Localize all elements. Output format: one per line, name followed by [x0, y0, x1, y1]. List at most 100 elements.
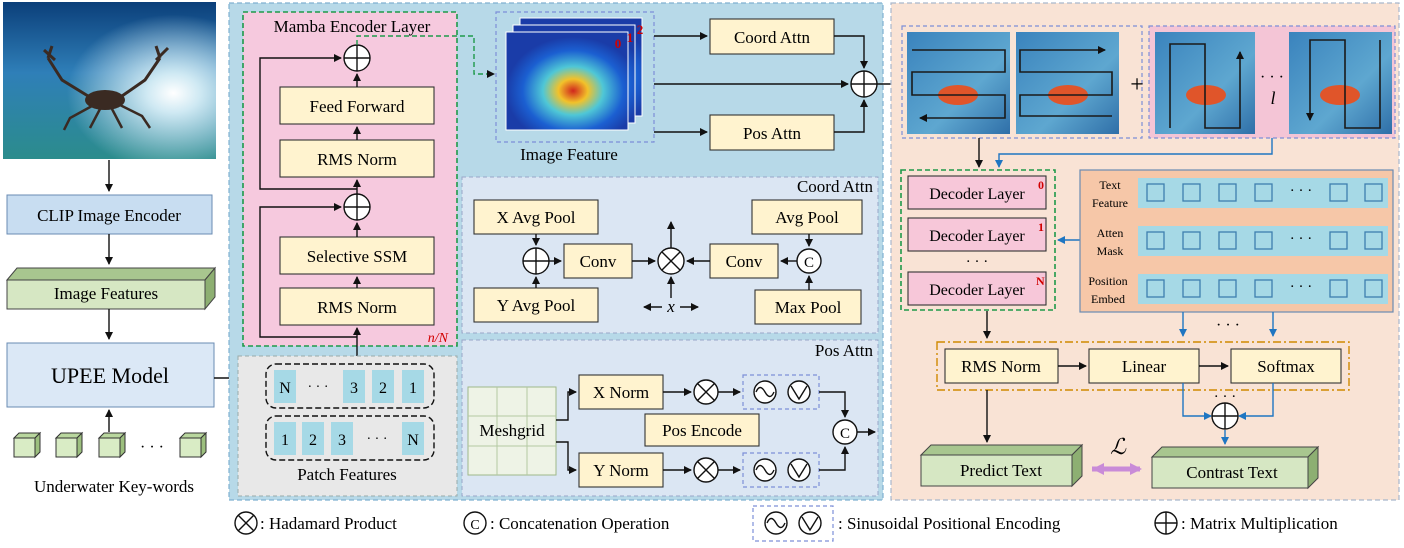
- keyword-cube-icon: [54, 431, 84, 459]
- decoder-layer-label: Decoder Layer: [929, 228, 1025, 245]
- keyword-cubes: [12, 431, 208, 459]
- embed-dots: · · ·: [1290, 183, 1313, 199]
- head-group: [936, 341, 1350, 391]
- patch-token: 1: [281, 432, 289, 449]
- selective-ssm-box: [279, 236, 435, 275]
- coord-sum-icon: [522, 247, 550, 275]
- legend-matmul: : Matrix Multiplication: [1181, 514, 1338, 533]
- decoder-arrows: [975, 138, 991, 339]
- coord-hadamard-icon: [657, 247, 685, 275]
- repeat-label: n/N: [428, 331, 449, 346]
- patch-token: 2: [379, 380, 387, 397]
- keyword-cube-icon: [97, 431, 127, 459]
- crab-icon: [42, 45, 170, 131]
- patch-tokens: [274, 370, 424, 455]
- clip-encoder-box: [6, 194, 213, 235]
- image-features-label: Image Features: [54, 284, 158, 303]
- scan-ellipsis: · · ·: [1260, 69, 1284, 86]
- patch-token: N: [407, 432, 419, 449]
- coord-concat-letter: C: [804, 255, 814, 271]
- pos-attn-label: Pos Attn: [743, 124, 802, 143]
- scan-thumbnails: [907, 32, 1392, 134]
- text-feature-label-1: Text: [1099, 178, 1121, 192]
- coord-arrows: [532, 221, 813, 311]
- x-avg-pool-label: X Avg Pool: [496, 208, 575, 227]
- avg-pool-box: [751, 199, 863, 235]
- decoder-layer-index: N: [1036, 274, 1045, 288]
- predict-text-slab: [919, 443, 1084, 488]
- patch-token: 3: [350, 380, 358, 397]
- scan-group-left: [901, 25, 1143, 139]
- max-pool-label: Max Pool: [775, 298, 842, 317]
- coord-attn-title: Coord Attn: [797, 177, 874, 196]
- decoder-stack: [900, 169, 1056, 311]
- softmax-label: Softmax: [1257, 357, 1315, 376]
- predict-text-label: Predict Text: [960, 461, 1042, 480]
- pos-attn-title: Pos Attn: [815, 341, 874, 360]
- mamba-sum-mid-icon: [343, 193, 371, 221]
- decoder-layer-index: 1: [1038, 220, 1044, 234]
- feature-index: 1: [627, 30, 634, 45]
- loss-symbol: ℒ: [1110, 434, 1127, 459]
- atten-mask-label-2: Mask: [1097, 244, 1124, 258]
- decoder-layer-label: Decoder Layer: [929, 186, 1025, 203]
- decoder-layer-1: [907, 217, 1047, 252]
- pos-concat-letter: C: [840, 426, 850, 442]
- conv-left-label: Conv: [580, 252, 617, 271]
- keyword-cube-icon: [12, 431, 42, 459]
- keywords-label: Underwater Key-words: [34, 477, 194, 496]
- pos-x-hadamard-icon: [693, 379, 719, 405]
- max-pool-box: [754, 289, 862, 325]
- feature-arrows: [654, 32, 903, 136]
- feed-forward-box: [279, 86, 435, 125]
- feed-forward-label: Feed Forward: [310, 97, 405, 116]
- contrast-text-label: Contrast Text: [1186, 463, 1278, 482]
- linear-label: Linear: [1122, 357, 1167, 376]
- feature-sum-icon: [850, 70, 878, 98]
- head-rms-norm-label: RMS Norm: [961, 357, 1041, 376]
- upee-model-box: [6, 342, 215, 408]
- pos-encode-box: [644, 413, 760, 447]
- avg-pool-label: Avg Pool: [775, 208, 839, 227]
- mamba-title: Mamba Encoder Layer: [274, 17, 431, 36]
- image-feature-label: Image Feature: [520, 145, 618, 164]
- image-feature-stack: [505, 17, 643, 131]
- decoder-layer-label: Decoder Layer: [929, 282, 1025, 299]
- mamba-sum-top-icon: [343, 44, 371, 72]
- head-sum-icon: [1211, 402, 1239, 430]
- x-norm-label: X Norm: [593, 383, 649, 402]
- x-norm-box: [578, 374, 664, 410]
- meshgrid-grid: [467, 386, 557, 476]
- conv-right-label: Conv: [726, 252, 763, 271]
- y-avg-pool-label: Y Avg Pool: [497, 296, 576, 315]
- decoder-layer-n: [907, 271, 1047, 306]
- patch-token: · · ·: [367, 432, 388, 447]
- rms-norm-lower-box: [279, 287, 435, 326]
- scan-plus: +: [1130, 72, 1144, 98]
- mamba-arrows: [259, 35, 495, 362]
- softmax-box: [1230, 348, 1342, 384]
- position-embed-row: [1138, 274, 1388, 304]
- pos-y-hadamard-icon: [693, 457, 719, 483]
- text-feature-label-2: Feature: [1092, 196, 1128, 210]
- image-features-slab: [5, 266, 217, 311]
- upee-model-label: UPEE Model: [51, 363, 169, 388]
- legend-sinusoidal: : Sinusoidal Positional Encoding: [838, 514, 1061, 533]
- y-norm-label: Y Norm: [593, 461, 649, 480]
- image-feature-frame: [495, 11, 655, 143]
- clip-encoder-label: CLIP Image Encoder: [37, 206, 181, 225]
- rms-norm-lower-label: RMS Norm: [317, 298, 397, 317]
- input-photo: [3, 2, 216, 159]
- linear-box: [1088, 348, 1200, 384]
- patch-row-reversed: [265, 363, 435, 409]
- decoder-layer-index: 0: [1038, 178, 1044, 192]
- text-feature-row: [1138, 178, 1388, 208]
- concat-icon: [463, 511, 487, 535]
- patch-token: 2: [309, 432, 317, 449]
- contrast-text-slab: [1150, 445, 1320, 490]
- meshgrid-label: Meshgrid: [479, 421, 545, 440]
- atten-mask-label-1: Atten: [1097, 226, 1124, 240]
- position-embed-label-1: Position: [1088, 274, 1127, 288]
